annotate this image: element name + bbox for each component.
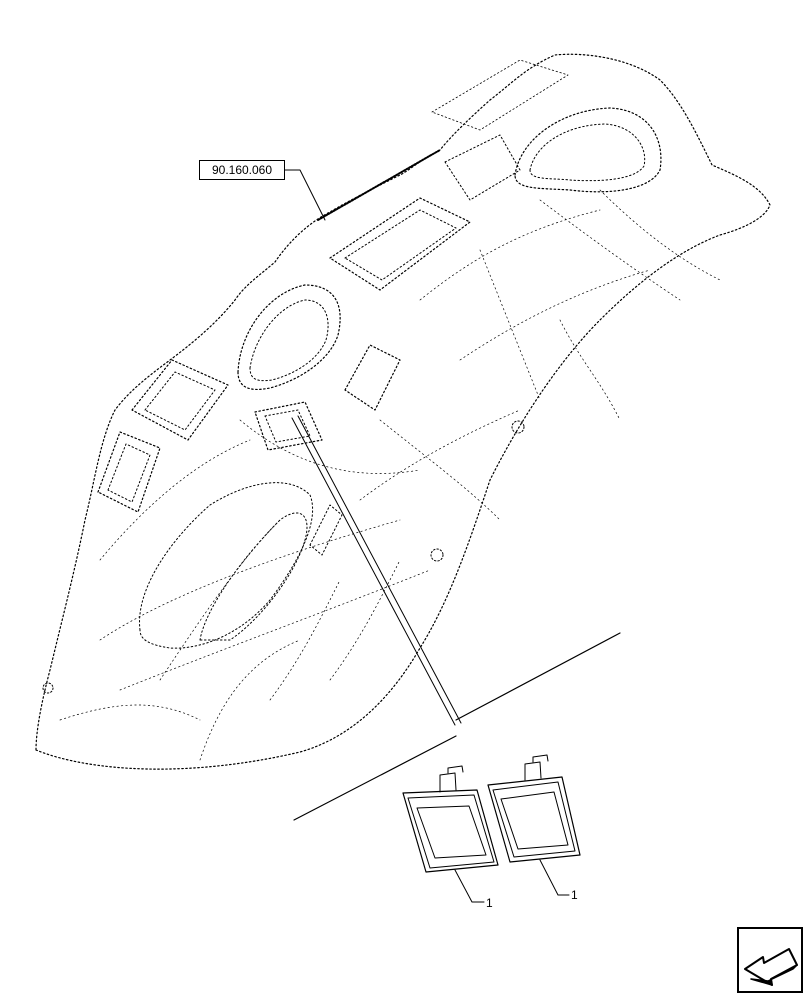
- callout-number: 1: [571, 888, 578, 902]
- vent-left-top: [131, 359, 229, 441]
- part-switch-1b: [487, 754, 581, 863]
- switch-recess: [254, 401, 323, 451]
- vent-upper-right: [514, 107, 662, 193]
- dashboard-outline: [35, 53, 771, 770]
- callout-leader: [291, 417, 456, 726]
- reference-label[interactable]: 90.160.060: [199, 160, 285, 180]
- section-line-upper: [455, 632, 621, 721]
- display-recess: [329, 197, 471, 291]
- arrow-icon[interactable]: [737, 927, 803, 993]
- part-switch-1a: [402, 765, 499, 873]
- vent-center: [237, 284, 341, 391]
- reference-leader: [284, 169, 326, 221]
- section-line-lower: [293, 735, 457, 821]
- callout-number: 1: [486, 896, 493, 910]
- vent-left-side: [97, 431, 161, 513]
